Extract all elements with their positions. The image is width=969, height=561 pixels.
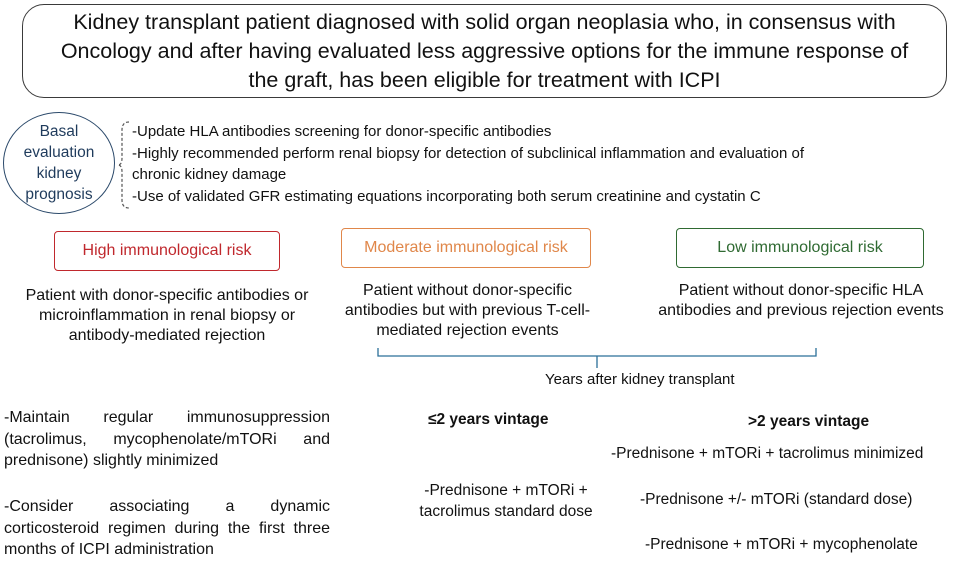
high-risk-treatment: -Consider associating a dynamic corticos… — [4, 498, 330, 558]
basal-item: chronic kidney damage — [132, 166, 287, 183]
high-risk-title: High immunological risk — [82, 242, 252, 259]
moderate-risk-description: Patient without donor-specific antibodie… — [344, 282, 591, 339]
basal-evaluation-list: -Update HLA antibodies screening for don… — [132, 121, 962, 207]
basal-item: -Highly recommended perform renal biopsy… — [132, 144, 805, 162]
low-risk-box: Low immunological risk — [676, 228, 924, 268]
header-text: Kidney transplant patient diagnosed with… — [60, 9, 909, 92]
high-risk-box: High immunological risk — [54, 231, 280, 271]
risk-bracket — [377, 348, 817, 368]
vintage-gt2-treatment: -Prednisone + mTORi + tacrolimus minimiz… — [611, 445, 924, 462]
basal-evaluation-label: Basal evaluation kidney prognosis — [23, 123, 95, 203]
header-box: Kidney transplant patient diagnosed with… — [22, 4, 947, 98]
vintage-le2-treatment: -Prednisone + mTORi + tacrolimus standar… — [419, 482, 593, 520]
basal-evaluation-circle: Basal evaluation kidney prognosis — [3, 112, 115, 214]
basal-item: -Update HLA antibodies screening for don… — [132, 123, 552, 140]
low-risk-title: Low immunological risk — [717, 239, 883, 256]
vintage-gt2-title: >2 years vintage — [748, 413, 870, 430]
low-risk-description: Patient without donor-specific HLA antib… — [658, 282, 944, 319]
vintage-gt2-treatment: -Prednisone + mTORi + mycophenolate — [645, 536, 918, 553]
high-risk-description: Patient with donor-specific antibodies o… — [25, 287, 309, 344]
basal-item: -Use of validated GFR estimating equatio… — [132, 187, 761, 205]
high-risk-treatment: -Maintain regular immunosuppression (tac… — [4, 409, 330, 469]
years-after-transplant-label: Years after kidney transplant — [545, 371, 735, 388]
vintage-gt2-treatment: -Prednisone +/- mTORi (standard dose) — [640, 491, 913, 508]
moderate-risk-box: Moderate immunological risk — [341, 228, 591, 268]
moderate-risk-title: Moderate immunological risk — [364, 239, 568, 256]
basal-brace — [118, 121, 130, 209]
vintage-le2-title: ≤2 years vintage — [428, 411, 549, 428]
